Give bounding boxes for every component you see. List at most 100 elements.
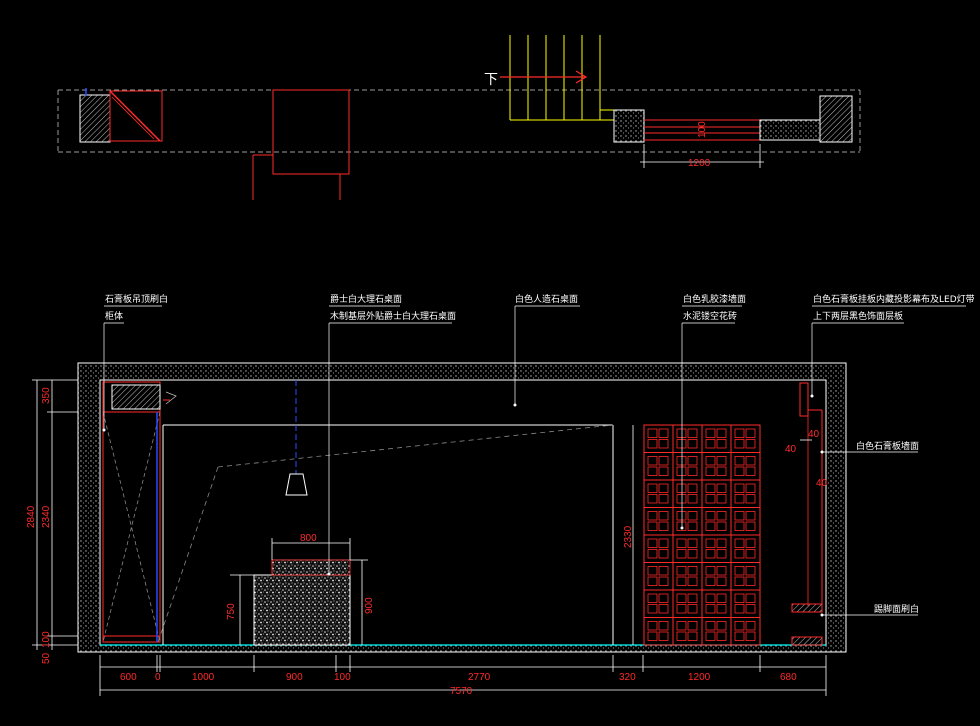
breeze-block-hole — [716, 511, 727, 521]
breeze-block-hole — [716, 549, 727, 559]
plan-screen — [644, 119, 760, 141]
breeze-block-hole — [676, 521, 687, 531]
breeze-block-hole — [658, 521, 669, 531]
breeze-block-hole — [745, 576, 756, 586]
breeze-block-hole — [647, 439, 658, 449]
breeze-block-hole — [647, 538, 658, 548]
left-top-dim: 350 — [41, 387, 52, 404]
breeze-block-hole — [647, 593, 658, 603]
breeze-block-hole — [658, 494, 669, 504]
label-artificial-stone: 白色人造石桌面 — [515, 293, 578, 305]
left-b2-dim: 100 — [41, 631, 52, 648]
breeze-block-hole — [716, 604, 727, 614]
breeze-block-hole — [676, 604, 687, 614]
breeze-block-hole — [658, 439, 669, 449]
breeze-block-hole — [745, 456, 756, 466]
bottom-dim-3: 900 — [286, 672, 303, 683]
breeze-block-hole — [658, 456, 669, 466]
breeze-block-hole — [716, 439, 727, 449]
breeze-block-hole — [745, 511, 756, 521]
breeze-block — [730, 617, 761, 646]
breeze-block-hole — [687, 566, 698, 576]
stair-direction-label: 下 — [484, 72, 498, 88]
breeze-block-hole — [687, 593, 698, 603]
breeze-block-hole — [716, 593, 727, 603]
breeze-block-hole — [705, 511, 716, 521]
bottom-dim-0: 600 — [120, 672, 137, 683]
breeze-block-hole — [705, 538, 716, 548]
label-ceiling: 石膏板吊顶刷白 — [105, 293, 168, 305]
breeze-block-hole — [687, 483, 698, 493]
breeze-block-hole — [734, 593, 745, 603]
breeze-block-hole — [705, 456, 716, 466]
breeze-block-hole — [734, 439, 745, 449]
elevation-view: 800 750 900 2330 40 40 40 2840 35 — [26, 293, 975, 697]
breeze-block-hole — [687, 466, 698, 476]
breeze-block-hole — [658, 593, 669, 603]
label-gypsum-wall: 白色石膏板墙面 — [856, 440, 919, 452]
breeze-block-hole — [687, 538, 698, 548]
breeze-block-hole — [745, 621, 756, 631]
breeze-block-hole — [734, 631, 745, 641]
label-breeze-block: 水泥镂空花砖 — [683, 310, 737, 322]
breeze-block-hole — [716, 521, 727, 531]
breeze-block-hole — [676, 494, 687, 504]
plan-small-dim: 100 — [697, 121, 708, 138]
breeze-block-hole — [658, 576, 669, 586]
cabinet — [102, 381, 161, 643]
bottom-dim-5: 2770 — [468, 672, 491, 683]
breeze-block-hole — [676, 621, 687, 631]
breeze-block-hole — [658, 538, 669, 548]
left-total-dim: 2840 — [26, 505, 37, 528]
breeze-block-hole — [734, 511, 745, 521]
breeze-block-hole — [705, 604, 716, 614]
breeze-block-hole — [676, 576, 687, 586]
plan-desk — [272, 89, 350, 175]
label-shelves: 上下两层黑色饰面层板 — [813, 310, 903, 322]
breeze-block-hole — [705, 466, 716, 476]
breeze-block-hole — [647, 428, 658, 438]
right-dim-40c: 40 — [816, 478, 828, 489]
bottom-dim-7: 1200 — [688, 672, 711, 683]
breeze-block-hole — [676, 593, 687, 603]
breeze-block-hole — [658, 631, 669, 641]
breeze-block-hole — [705, 428, 716, 438]
plan-width-dim: 1200 — [688, 158, 711, 169]
breeze-block-hole — [716, 631, 727, 641]
breeze-block-hole — [676, 511, 687, 521]
breeze-block-hole — [734, 428, 745, 438]
breeze-block-hole — [687, 439, 698, 449]
breeze-block-hole — [716, 538, 727, 548]
breeze-block-hole — [658, 604, 669, 614]
left-mid-dim: 2340 — [41, 505, 52, 528]
breeze-block-hole — [687, 494, 698, 504]
breeze-block-hole — [687, 456, 698, 466]
breeze-block-hole — [745, 593, 756, 603]
breeze-block-hole — [658, 483, 669, 493]
breeze-block-hole — [745, 631, 756, 641]
label-projection-panel: 白色石膏板挂板内藏投影幕布及LED灯带 — [813, 293, 975, 305]
breeze-block-hole — [676, 466, 687, 476]
breeze-block-hole — [647, 511, 658, 521]
breeze-block-hole — [705, 483, 716, 493]
screen-height-dim: 2330 — [623, 525, 634, 548]
breeze-block-hole — [676, 631, 687, 641]
breeze-block-hole — [716, 576, 727, 586]
breeze-block-hole — [734, 604, 745, 614]
breeze-block-hole — [734, 466, 745, 476]
plan-column-left — [79, 94, 111, 143]
bottom-dim-6: 320 — [619, 672, 636, 683]
breeze-block-hole — [745, 428, 756, 438]
breeze-block-hole — [705, 566, 716, 576]
breeze-block-hole — [745, 466, 756, 476]
breeze-block-hole — [647, 566, 658, 576]
breeze-block-hole — [734, 483, 745, 493]
breeze-block-hole — [716, 456, 727, 466]
breeze-block-hole — [658, 621, 669, 631]
breeze-block-hole — [647, 494, 658, 504]
breeze-block-hole — [734, 456, 745, 466]
breeze-block-hole — [745, 549, 756, 559]
breeze-block-hole — [687, 549, 698, 559]
breeze-block-hole — [658, 566, 669, 576]
